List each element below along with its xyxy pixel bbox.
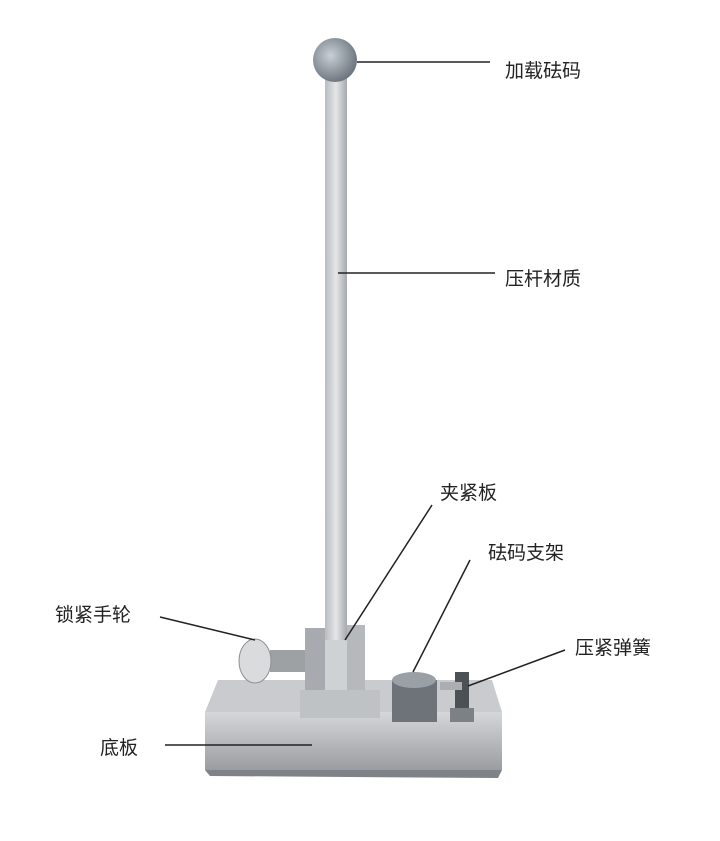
leader-lines [159,61,566,746]
label-rod-material: 压杆材质 [505,268,582,290]
label-weight-holder: 砝码支架 [488,542,565,564]
weight-holder [392,672,437,722]
label-clamp-plate: 夹紧板 [440,482,498,504]
loading-weight [313,38,357,82]
label-compression-spring: 压紧弹簧 [575,637,652,659]
label-loading-weight: 加载砝码 [505,60,582,82]
clamp-plate [300,625,380,718]
label-lock-handwheel: 锁紧手轮 [55,604,132,626]
rod [325,78,347,648]
compression-spring [440,672,474,722]
label-base-plate: 底板 [100,737,139,759]
lock-handwheel [238,638,305,684]
